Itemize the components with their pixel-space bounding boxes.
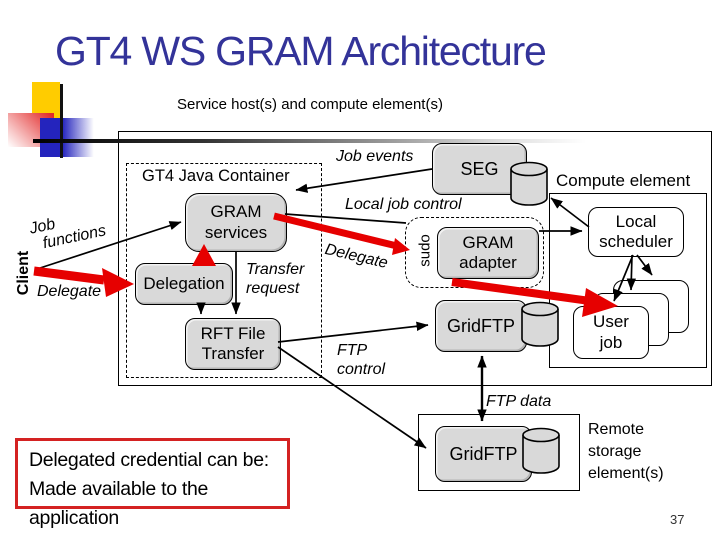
gram-services-node: GRAM services — [185, 193, 287, 252]
callout-line1: Delegated credential can be: — [29, 449, 269, 471]
user-job-node: User job — [573, 306, 649, 359]
client-label: Client — [15, 250, 32, 296]
transfer-request-label: Transfer request — [246, 261, 305, 298]
slide-title: GT4 WS GRAM Architecture — [55, 28, 547, 74]
delegation-label: Delegation — [143, 274, 225, 294]
gram-adapter-label: GRAM adapter — [459, 232, 517, 272]
job-events-label: Job events — [336, 148, 414, 165]
callout-box: Delegated credential can be: Made availa… — [15, 438, 290, 529]
gridftp-service-cylinder-icon — [521, 301, 559, 347]
decor-vertical-line — [60, 84, 63, 158]
ftp-data-label: FTP data — [486, 393, 552, 410]
gram-services-label: GRAM services — [204, 202, 268, 242]
local-scheduler-node: Local scheduler — [588, 207, 684, 257]
decor-blue-square — [40, 118, 96, 157]
slide-subtitle: Service host(s) and compute element(s) — [177, 96, 443, 113]
gridftp-remote-node: GridFTP — [435, 426, 532, 482]
red-arrow-client-to-delegation-line — [33, 266, 105, 285]
rft-file-transfer-node: RFT File Transfer — [185, 318, 281, 370]
gridftp-remote-cylinder-icon — [522, 427, 560, 474]
gt4-java-container-label: GT4 Java Container — [142, 167, 290, 185]
compute-element-label: Compute element — [556, 171, 691, 190]
gridftp-remote-label: GridFTP — [449, 443, 518, 464]
job-functions-label: Job functions — [28, 206, 107, 255]
local-job-control-label: Local job control — [345, 196, 462, 213]
gridftp-service-label: GridFTP — [446, 315, 515, 336]
delegation-node: Delegation — [135, 263, 233, 305]
callout-line2: Made available to the application — [29, 478, 209, 529]
remote-storage-label: Remote storage element(s) — [588, 421, 664, 482]
ftp-control-label: FTP control — [337, 342, 386, 379]
seg-database-cylinder-icon — [510, 161, 548, 206]
decor-gradient-rule — [33, 139, 603, 143]
sudo-label: sudo — [416, 234, 434, 267]
user-job-label: User job — [593, 312, 629, 352]
gridftp-service-node: GridFTP — [435, 300, 527, 352]
delegate-from-client-label: Delegate — [37, 283, 102, 300]
page-number: 37 — [670, 512, 685, 527]
local-scheduler-label: Local scheduler — [599, 211, 673, 251]
rft-file-transfer-label: RFT File Transfer — [200, 323, 266, 363]
seg-label: SEG — [460, 158, 499, 179]
gram-adapter-node: GRAM adapter — [437, 227, 539, 279]
